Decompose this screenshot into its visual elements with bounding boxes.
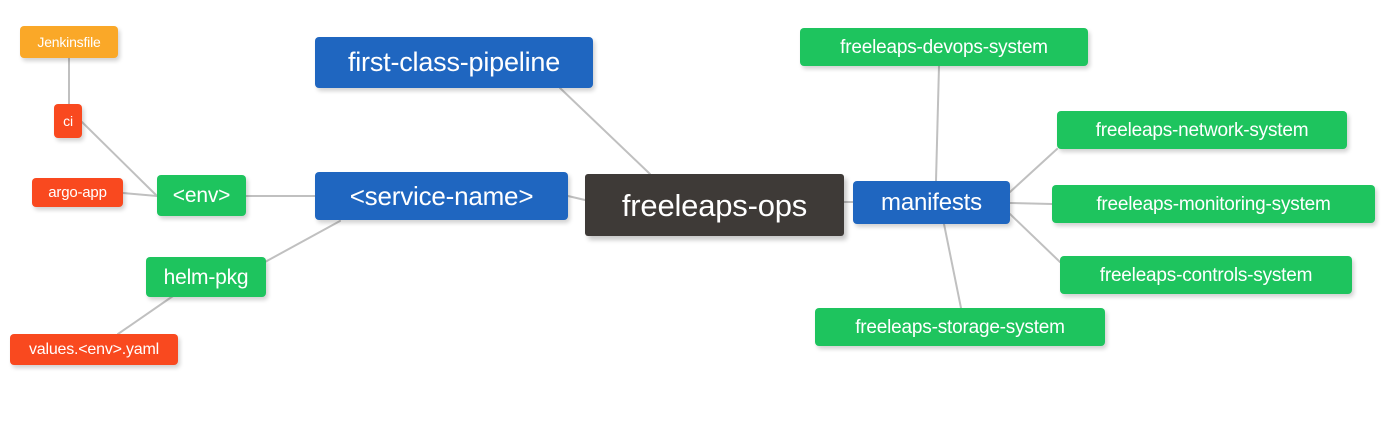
node-ci[interactable]: ci: [54, 104, 82, 138]
node-label: argo-app: [48, 184, 107, 201]
edge-manifests-to-storage: [943, 223, 962, 309]
node-label: Jenkinsfile: [37, 34, 101, 50]
node-service-name[interactable]: <service-name>: [315, 172, 568, 220]
node-label: freeleaps-network-system: [1095, 119, 1309, 141]
node-storage[interactable]: freeleaps-storage-system: [815, 308, 1105, 346]
edge-argo-app-to-env: [122, 192, 158, 197]
node-label: freeleaps-devops-system: [840, 36, 1048, 58]
node-helm-pkg[interactable]: helm-pkg: [146, 257, 266, 297]
node-manifests[interactable]: manifests: [853, 181, 1010, 224]
node-env[interactable]: <env>: [157, 175, 246, 216]
node-monitoring[interactable]: freeleaps-monitoring-system: [1052, 185, 1375, 223]
node-argo-app[interactable]: argo-app: [32, 178, 123, 207]
node-label: first-class-pipeline: [347, 47, 561, 77]
edge-manifests-to-controls: [1009, 213, 1061, 263]
node-label: <service-name>: [349, 181, 534, 211]
node-jenkinsfile[interactable]: Jenkinsfile: [20, 26, 118, 58]
node-label: <env>: [172, 184, 231, 207]
edge-manifests-to-network: [1009, 148, 1058, 193]
edge-ci-to-env: [81, 121, 158, 197]
node-label: freeleaps-controls-system: [1099, 264, 1313, 286]
node-label: freeleaps-ops: [621, 187, 808, 223]
node-label: manifests: [881, 188, 982, 216]
node-label: freeleaps-storage-system: [855, 316, 1065, 338]
node-network[interactable]: freeleaps-network-system: [1057, 111, 1347, 149]
node-label: values.<env>.yaml: [28, 340, 159, 358]
node-label: freeleaps-monitoring-system: [1096, 193, 1331, 215]
edge-helm-pkg-to-values-yaml: [117, 295, 174, 335]
node-pipeline[interactable]: first-class-pipeline: [315, 37, 593, 88]
node-label: helm-pkg: [163, 265, 249, 289]
node-label: ci: [63, 113, 73, 129]
node-devops[interactable]: freeleaps-devops-system: [800, 28, 1088, 66]
edge-service-name-to-helm-pkg: [264, 220, 341, 263]
node-values-yaml[interactable]: values.<env>.yaml: [10, 334, 178, 365]
node-controls[interactable]: freeleaps-controls-system: [1060, 256, 1352, 294]
edge-manifests-to-devops: [935, 65, 940, 182]
edge-service-name-to-freeleaps-ops: [567, 195, 586, 201]
edge-manifests-to-monitoring: [1009, 202, 1053, 205]
edge-pipeline-to-freeleaps-ops: [559, 87, 651, 175]
node-freeleaps-ops[interactable]: freeleaps-ops: [585, 174, 844, 236]
